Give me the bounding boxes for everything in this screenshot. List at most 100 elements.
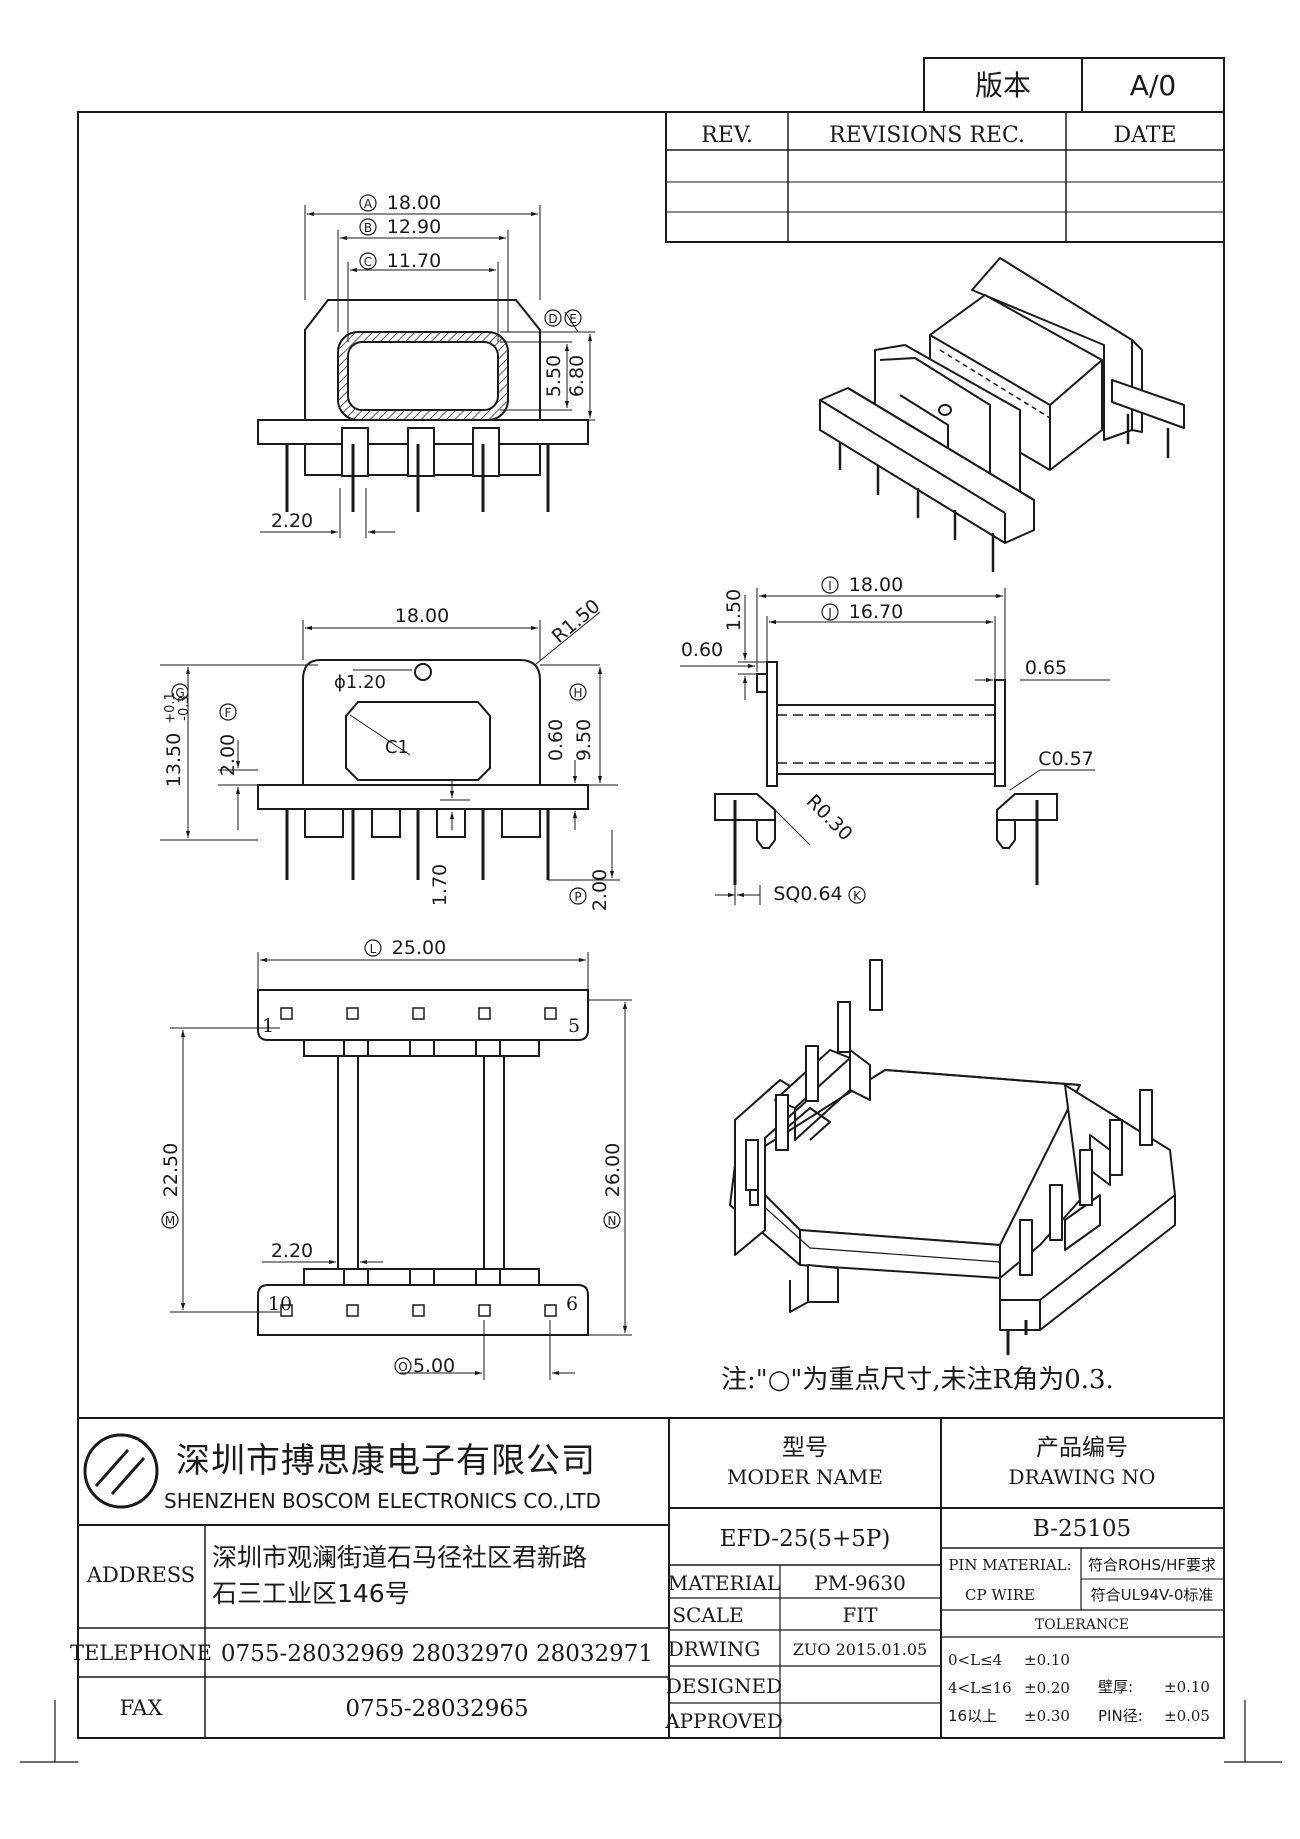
model-label-en: MODER NAME [727,1465,883,1489]
version-value: A/0 [1130,69,1176,102]
side-view-dimensions [680,588,1110,905]
approved-label: APPROVED [664,1709,783,1733]
sheet-border [77,111,1225,1739]
rev-header: REV. [701,123,753,148]
title-block-lines [78,1417,1224,1738]
dim-v1-value: 5.50 [543,355,565,397]
version-box: 版本 A/0 [923,57,1225,113]
front-p-value: 2.00 [589,869,611,911]
dim-c-value: 11.70 [387,250,441,272]
tolerance-r2-range: 4<L≤16 [948,1679,1012,1697]
label-n-letter: N [608,1214,617,1228]
side-j-value: 16.70 [849,601,903,623]
pin-10-label: 10 [268,1293,292,1315]
scale-value: FIT [842,1603,878,1627]
label-o-circle [394,1357,412,1375]
material-value: PM-9630 [814,1571,906,1595]
address-label: ADDRESS [86,1563,195,1587]
bottom-view [257,989,589,1336]
wall-thickness-label: 壁厚: [1098,1678,1133,1696]
label-f-circle [219,703,237,721]
pin-material-value: CP WIRE [965,1586,1035,1604]
label-g-circle [171,683,189,701]
label-n-circle [603,1211,621,1229]
side-radius-value: R0.30 [802,790,857,845]
bottom-o-value: 5.00 [413,1355,455,1377]
front-f-value: 2.00 [217,734,239,776]
label-g-letter: G [175,686,184,700]
top-view-labels: A 18.00 B 12.90 C 11.70 D E 5.50 6.80 2.… [271,192,588,532]
top-view-dimensions [260,205,595,538]
date-header: DATE [1113,123,1176,148]
label-k-letter: K [853,889,862,903]
drawing-no-value: B-25105 [1033,1516,1131,1542]
label-e-letter: E [569,312,577,326]
pin-material-label: PIN MATERIAL: [948,1556,1071,1574]
model-value: EFD-25(5+5P) [720,1526,891,1552]
drawing-note: 注:"○"为重点尺寸,未注R角为0.3. [721,1365,1114,1395]
bottom-view-labels: L 25.00 M 22.50 N 26.00 2.20 O 5.00 1 5 … [160,937,624,1377]
bottom-slot-value: 2.20 [271,1240,313,1262]
bottom-view-dimensions [170,952,632,1380]
front-radius-value: R1.50 [548,595,605,648]
front-view-labels: 18.00 R1.50 ϕ1.20 C1 G 13.50 +0.1 -0.3 F… [163,595,611,911]
side-right-h-value: 0.65 [1025,657,1067,679]
crop-marks [20,1700,1282,1763]
label-j-circle [821,603,839,621]
drwing-value: ZUO 2015.01.05 [793,1640,927,1659]
drawing-no-label-cn: 产品编号 [1036,1435,1128,1461]
label-j-letter: J [827,606,832,620]
dim-a-value: 18.00 [387,192,441,214]
designed-label: DESIGNED [666,1674,782,1698]
front-h-inner-value: 0.60 [545,719,567,761]
tolerance-r2-tol: ±0.20 [1024,1679,1070,1697]
ul-compliance: 符合UL94V-0标准 [1091,1586,1214,1604]
label-a-circle [359,194,377,212]
label-k-circle [848,886,866,904]
wall-thickness-tol: ±0.10 [1164,1678,1210,1696]
bottom-n-value: 26.00 [602,1143,624,1197]
dim-b-value: 12.90 [387,216,441,238]
isometric-view-1 [819,257,1185,572]
pin-diameter-label: PIN径: [1098,1707,1143,1725]
label-d-letter: D [548,312,557,326]
front-h-outer-value: 9.50 [573,719,595,761]
side-top-v-value: 1.50 [723,589,745,631]
label-l-letter: L [370,942,377,956]
tolerance-r1-tol: ±0.10 [1024,1651,1070,1669]
dim-v2-value: 6.80 [566,355,588,397]
label-p-circle [569,887,587,905]
label-c-letter: C [364,255,372,269]
label-o-letter: O [398,1360,407,1374]
dim-pin-offset-value: 2.20 [271,510,313,532]
tolerance-r3-tol: ±0.30 [1024,1707,1070,1725]
front-view [257,659,589,880]
address-line2: 石三工业区146号 [212,1579,410,1608]
isometric-view-2 [729,959,1176,1355]
front-width-value: 18.00 [395,605,449,627]
model-label-cn: 型号 [782,1435,828,1461]
front-tol-plus: +0.1 [163,692,178,724]
tolerance-r1-range: 0<L≤4 [948,1651,1002,1669]
label-h-letter: H [573,686,582,700]
label-d-circle [544,309,562,327]
telephone-label: TELEPHONE [70,1641,212,1665]
front-pin-low-value: 1.70 [429,864,451,906]
fax-value: 0755-28032965 [345,1696,528,1722]
top-view [257,299,589,512]
company-name-en: SHENZHEN BOSCOM ELECTRONICS CO.,LTD [164,1489,601,1513]
bottom-l-value: 25.00 [392,937,446,959]
tolerance-r3-range: 16以上 [948,1707,997,1725]
label-p-letter: P [574,890,581,904]
drawing-no-label-en: DRAWING NO [1009,1465,1156,1489]
tolerance-title: TOLERANCE [1035,1617,1129,1633]
label-c-circle [359,252,377,270]
front-tol-minus: -0.3 [177,695,192,720]
scale-label: SCALE [672,1603,743,1627]
side-chamfer-value: C0.57 [1038,748,1094,770]
side-view-labels: I 18.00 J 16.70 1.50 0.60 0.65 C0.57 R0.… [681,574,1094,905]
revisions-rec-header: REVISIONS REC. [829,123,1025,148]
pin-6-label: 6 [566,1293,578,1315]
